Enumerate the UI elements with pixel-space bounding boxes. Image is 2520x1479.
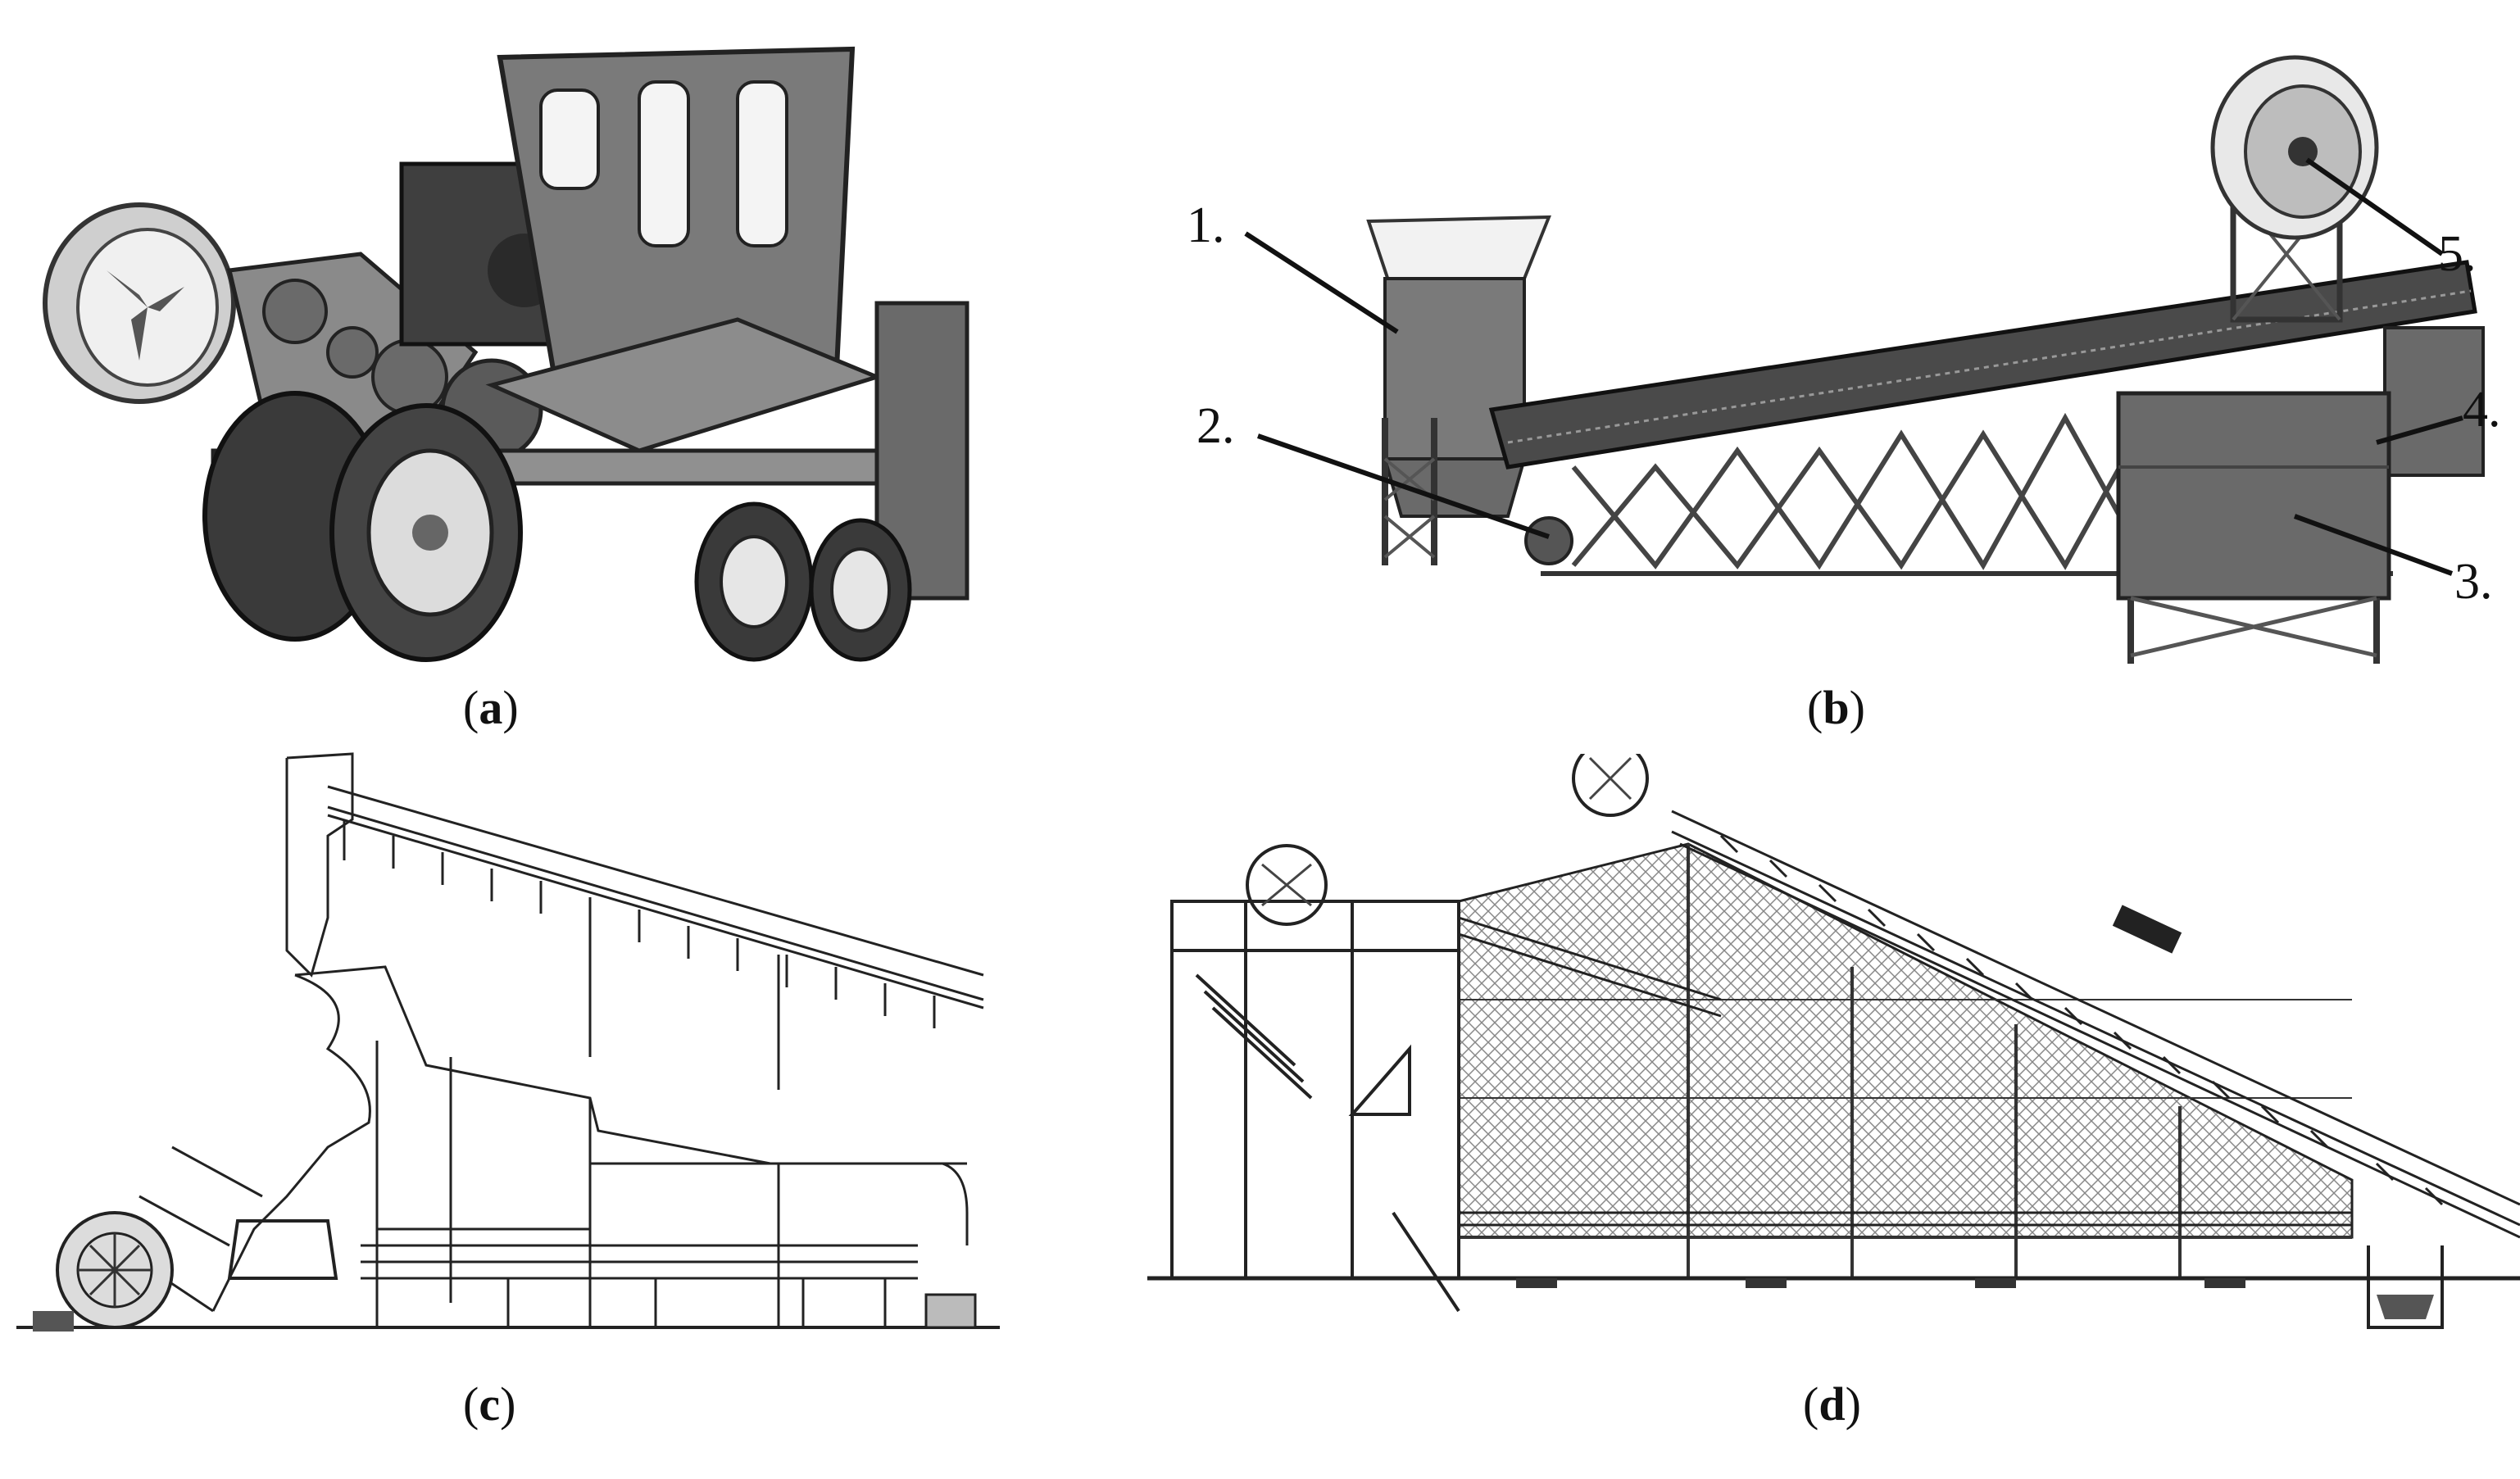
panel-d-plant-elevation — [1147, 754, 2520, 1377]
callout-1: 1. — [1187, 197, 1225, 253]
panel-a-turning-machine — [16, 25, 1033, 664]
callout-3: 3. — [2454, 554, 2493, 610]
plant-elevation-drawing — [1147, 754, 2520, 1329]
panel-b-conveyor-assembly: 1. 2. 3. 4. 5. — [1164, 8, 2516, 664]
callout-2: 2. — [1196, 398, 1235, 454]
callout-5: 5. — [2438, 226, 2477, 282]
panel-c-side-elevation — [16, 737, 1000, 1377]
caption-b: (b) — [1807, 681, 1865, 734]
turning-machine-drawing — [43, 46, 969, 662]
caption-d: (d) — [1803, 1377, 1861, 1431]
conveyor-assembly-drawing — [1244, 55, 2485, 664]
caption-a: (a) — [463, 681, 519, 734]
caption-c: (c) — [463, 1377, 516, 1431]
callout-4: 4. — [2463, 382, 2501, 438]
side-elevation-drawing — [16, 752, 1000, 1332]
